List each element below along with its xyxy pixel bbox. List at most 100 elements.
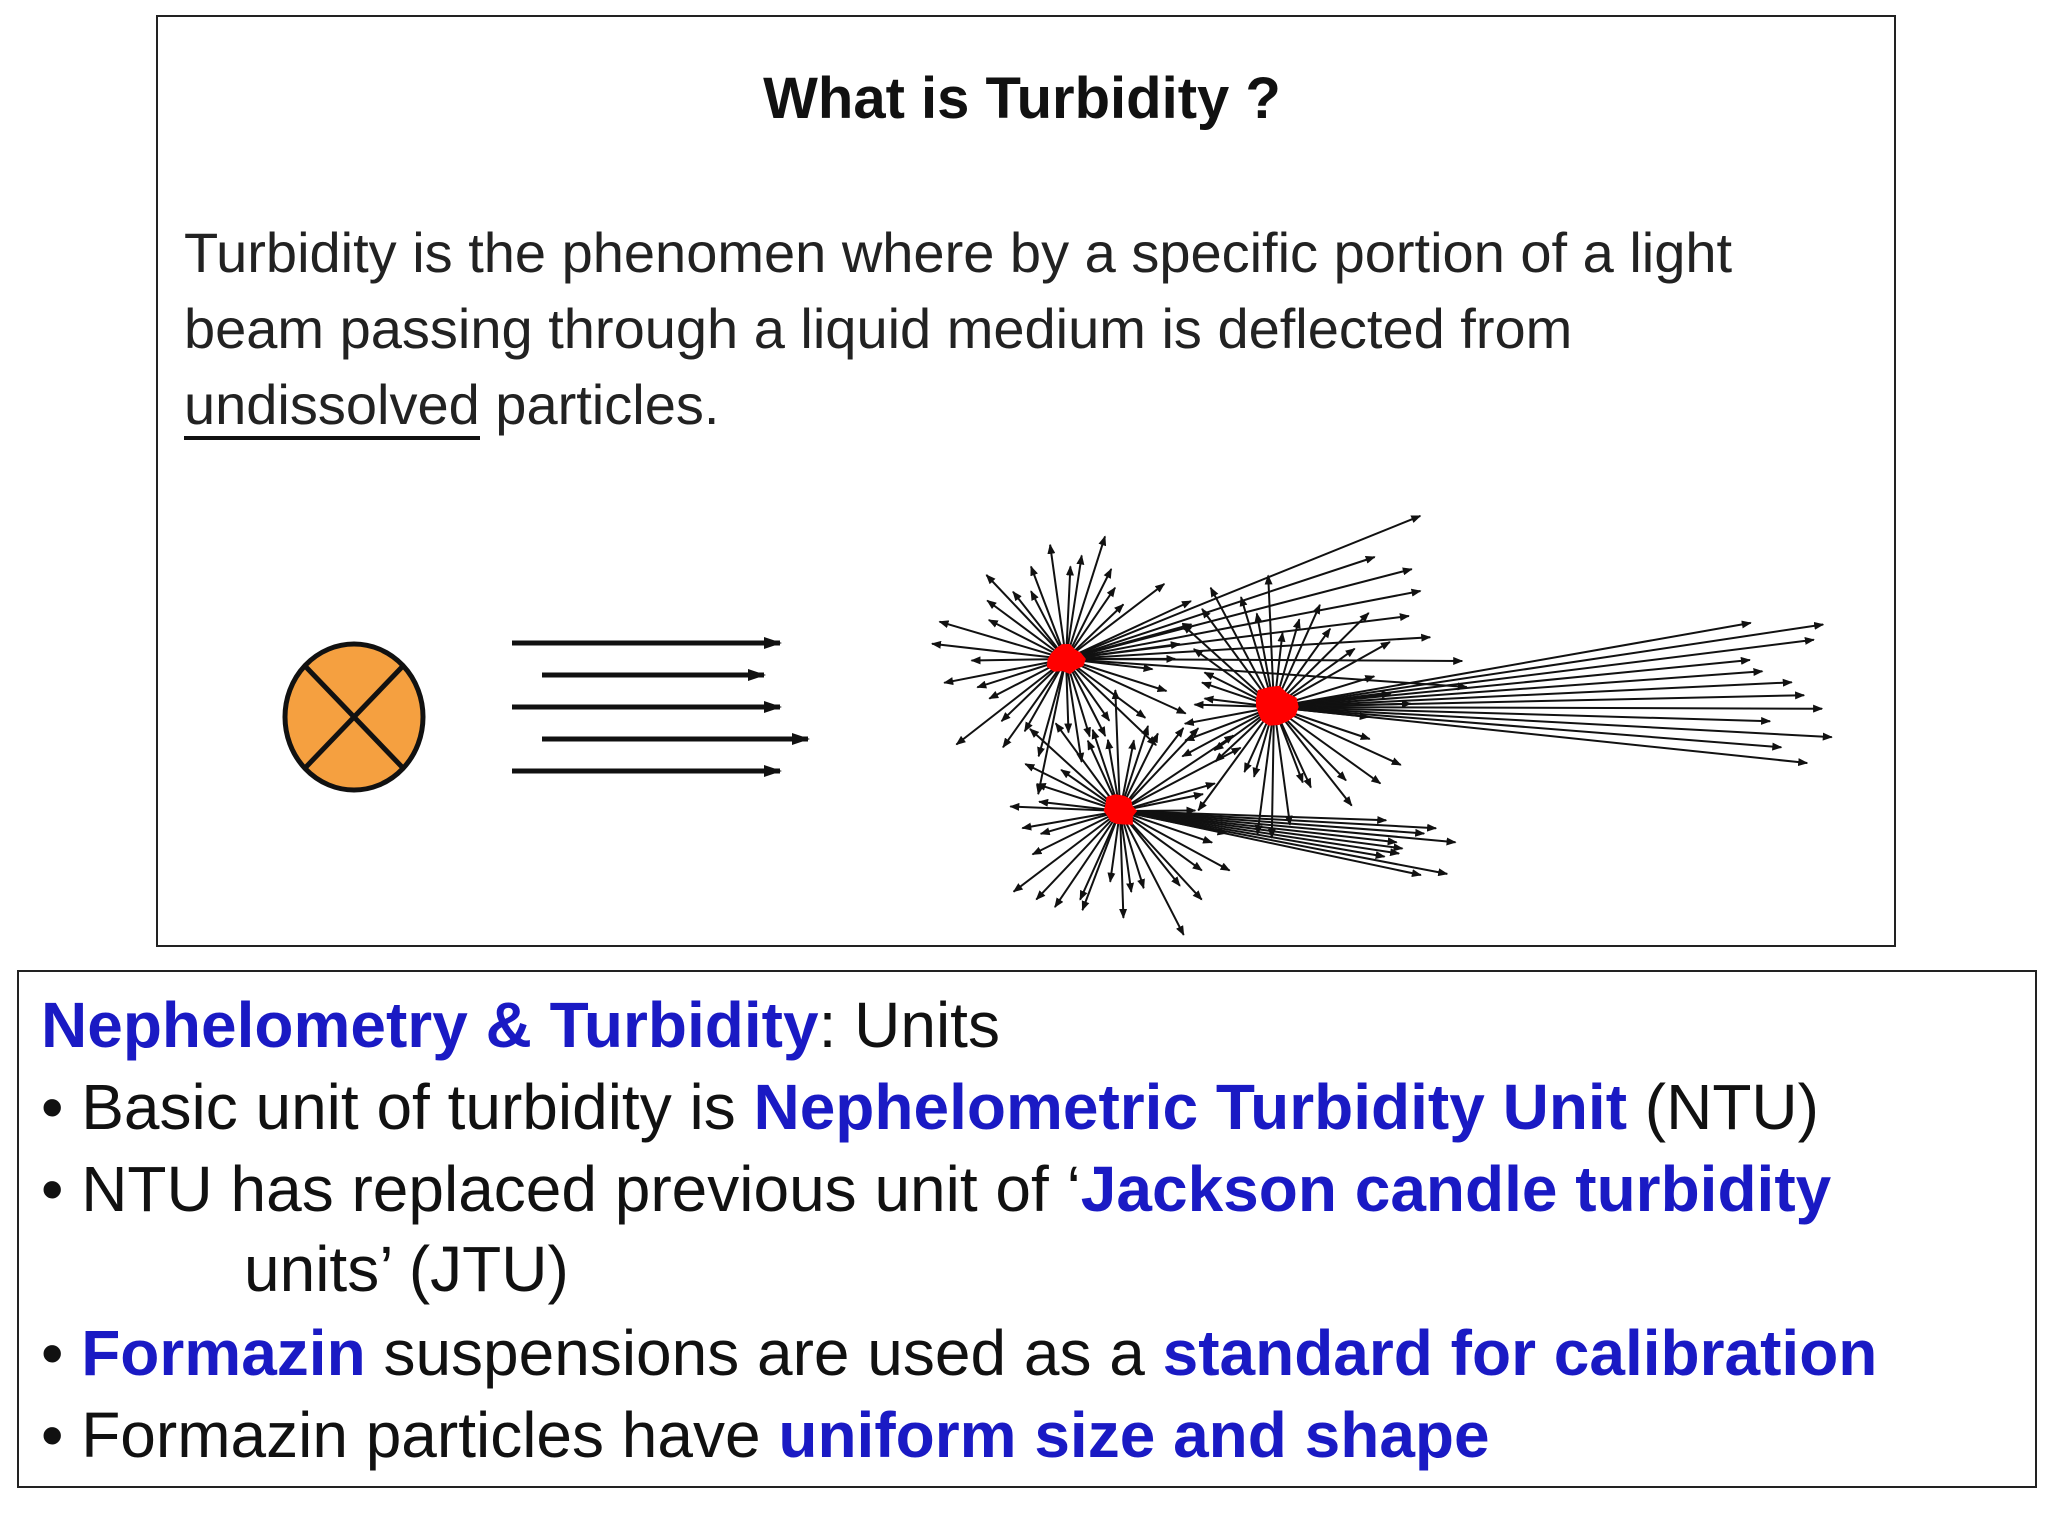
scattered-ray: [1119, 810, 1449, 877]
scattered-ray: [943, 658, 1067, 685]
particle-icon: [1255, 685, 1299, 726]
particle-icon: [1103, 794, 1138, 825]
scattered-ray: [1119, 727, 1185, 812]
scattered-ray: [1031, 810, 1121, 856]
scattered-ray: [1111, 689, 1121, 812]
light-source-icon: [282, 641, 426, 793]
bullet-highlight: Formazin: [81, 1317, 366, 1389]
heading-rest: : Units: [818, 989, 1000, 1061]
bullet-text: • NTU has replaced previous unit of ‘: [41, 1153, 1081, 1225]
scattered-ray: [1009, 802, 1121, 812]
scattered-ray: [1065, 586, 1116, 660]
bullet-jtu-continuation: units’ (JTU): [244, 1233, 569, 1305]
scattered-ray: [1273, 678, 1793, 708]
scattered-ray: [1119, 810, 1203, 901]
scattered-ray: [1012, 810, 1121, 893]
scattered-ray: [1081, 810, 1121, 912]
bullet-text: • Basic unit of turbidity is: [41, 1071, 754, 1143]
scattered-ray: [1273, 621, 1825, 708]
scattered-ray: [1119, 810, 1438, 832]
bullet-text-mid: suspensions are used as a: [365, 1317, 1163, 1389]
scattered-ray: [1036, 658, 1067, 796]
scattered-ray: [1065, 583, 1166, 660]
definition-text: Turbidity is the phenomen where by a spe…: [184, 221, 1733, 360]
scattered-ray: [1273, 706, 1402, 766]
scattered-ray: [1030, 565, 1067, 660]
particles: [1046, 644, 1299, 825]
scattered-ray: [1119, 810, 1185, 936]
scattered-ray: [1273, 706, 1783, 751]
turbidity-slide: What is Turbidity ? Turbidity is the phe…: [156, 15, 1896, 947]
scattered-ray: [1119, 810, 1457, 846]
bullet-text: • Formazin particles have: [41, 1399, 779, 1471]
scattered-ray: [1119, 810, 1135, 893]
scattered-ray: [1065, 568, 1113, 660]
scattered-ray: [1119, 810, 1214, 844]
scattered-ray: [1065, 658, 1085, 763]
scattered-ray: [1119, 734, 1235, 812]
scattered-ray: [1024, 763, 1121, 812]
scattered-ray: [1273, 706, 1809, 767]
scattered-ray: [1065, 565, 1074, 660]
bullet-highlight-2: standard for calibration: [1162, 1317, 1878, 1389]
units-heading: Nephelometry & Turbidity: Units: [41, 984, 1000, 1066]
scattered-ray: [1065, 600, 1192, 660]
scattered-ray: [1065, 658, 1147, 719]
heading-highlight: Nephelometry & Turbidity: [41, 989, 819, 1061]
scattered-ray: [1119, 810, 1203, 872]
scattered-ray: [1273, 636, 1815, 708]
turbidity-definition: Turbidity is the phenomen where by a spe…: [184, 215, 1804, 443]
particle-icon: [1046, 644, 1086, 675]
scattered-ray: [1002, 658, 1067, 749]
scattered-ray: [985, 574, 1067, 660]
scattered-ray: [1273, 706, 1833, 741]
scattered-ray: [1065, 554, 1085, 660]
bullet-formazin-standard: • Formazin suspensions are used as a sta…: [41, 1312, 1877, 1394]
scattered-ray: [1273, 667, 1764, 708]
bullet-highlight: Nephelometric Turbidity Unit: [753, 1071, 1627, 1143]
scattered-ray: [1021, 810, 1121, 831]
scattered-ray: [1065, 656, 1464, 665]
scattered-ray: [1119, 727, 1200, 812]
underlined-word: undissolved: [184, 373, 480, 440]
scattered-ray: [1209, 586, 1275, 708]
scattered-ray: [1273, 706, 1353, 807]
units-box: Nephelometry & Turbidity: Units • Basic …: [17, 970, 2037, 1488]
scattered-ray: [1254, 706, 1275, 836]
scattered-ray: [955, 658, 1067, 746]
definition-text-end: particles.: [479, 373, 720, 436]
scattered-ray: [1065, 588, 1422, 660]
scattered-ray: [1273, 706, 1772, 725]
scattered-ray: [1273, 641, 1391, 708]
scattered-ray: [1119, 810, 1128, 919]
scattering-diagram: [282, 514, 1833, 936]
scattered-ray: [1264, 574, 1275, 708]
scattered-ray: [1119, 810, 1231, 872]
scattered-ray: [931, 640, 1067, 660]
bullet-highlight: uniform size and shape: [778, 1399, 1490, 1471]
scattered-ray: [1065, 514, 1422, 660]
scattered-ray: [1273, 691, 1806, 708]
scattered-ray: [986, 599, 1067, 660]
scattered-ray: [1119, 810, 1422, 878]
bullet-highlight: Jackson candle turbidity: [1080, 1153, 1832, 1225]
scattered-ray: [1047, 543, 1067, 660]
bullet-text-end: (NTU): [1627, 1071, 1819, 1143]
scattered-ray: [1065, 658, 1187, 715]
bullet-formazin-shape: • Formazin particles have uniform size a…: [41, 1394, 1490, 1476]
scattered-ray: [1273, 620, 1752, 708]
bullet-ntu: • Basic unit of turbidity is Nephelometr…: [41, 1066, 1819, 1148]
scattered-ray: [1029, 728, 1121, 812]
scattered-ray: [1065, 658, 1157, 746]
scattered-ray: [1065, 658, 1468, 691]
scattered-ray: [1079, 810, 1121, 901]
scattered-ray: [1035, 810, 1121, 901]
scattered-ray: [1273, 706, 1293, 826]
scattered-ray: [1197, 706, 1275, 812]
scattered-ray: [1273, 656, 1751, 708]
scattered-ray: [1119, 746, 1242, 812]
incident-beam: [512, 637, 810, 777]
scattered-ray: [1273, 704, 1824, 713]
scattered-ray: [1065, 633, 1432, 660]
scattered-ray: [1065, 535, 1107, 660]
